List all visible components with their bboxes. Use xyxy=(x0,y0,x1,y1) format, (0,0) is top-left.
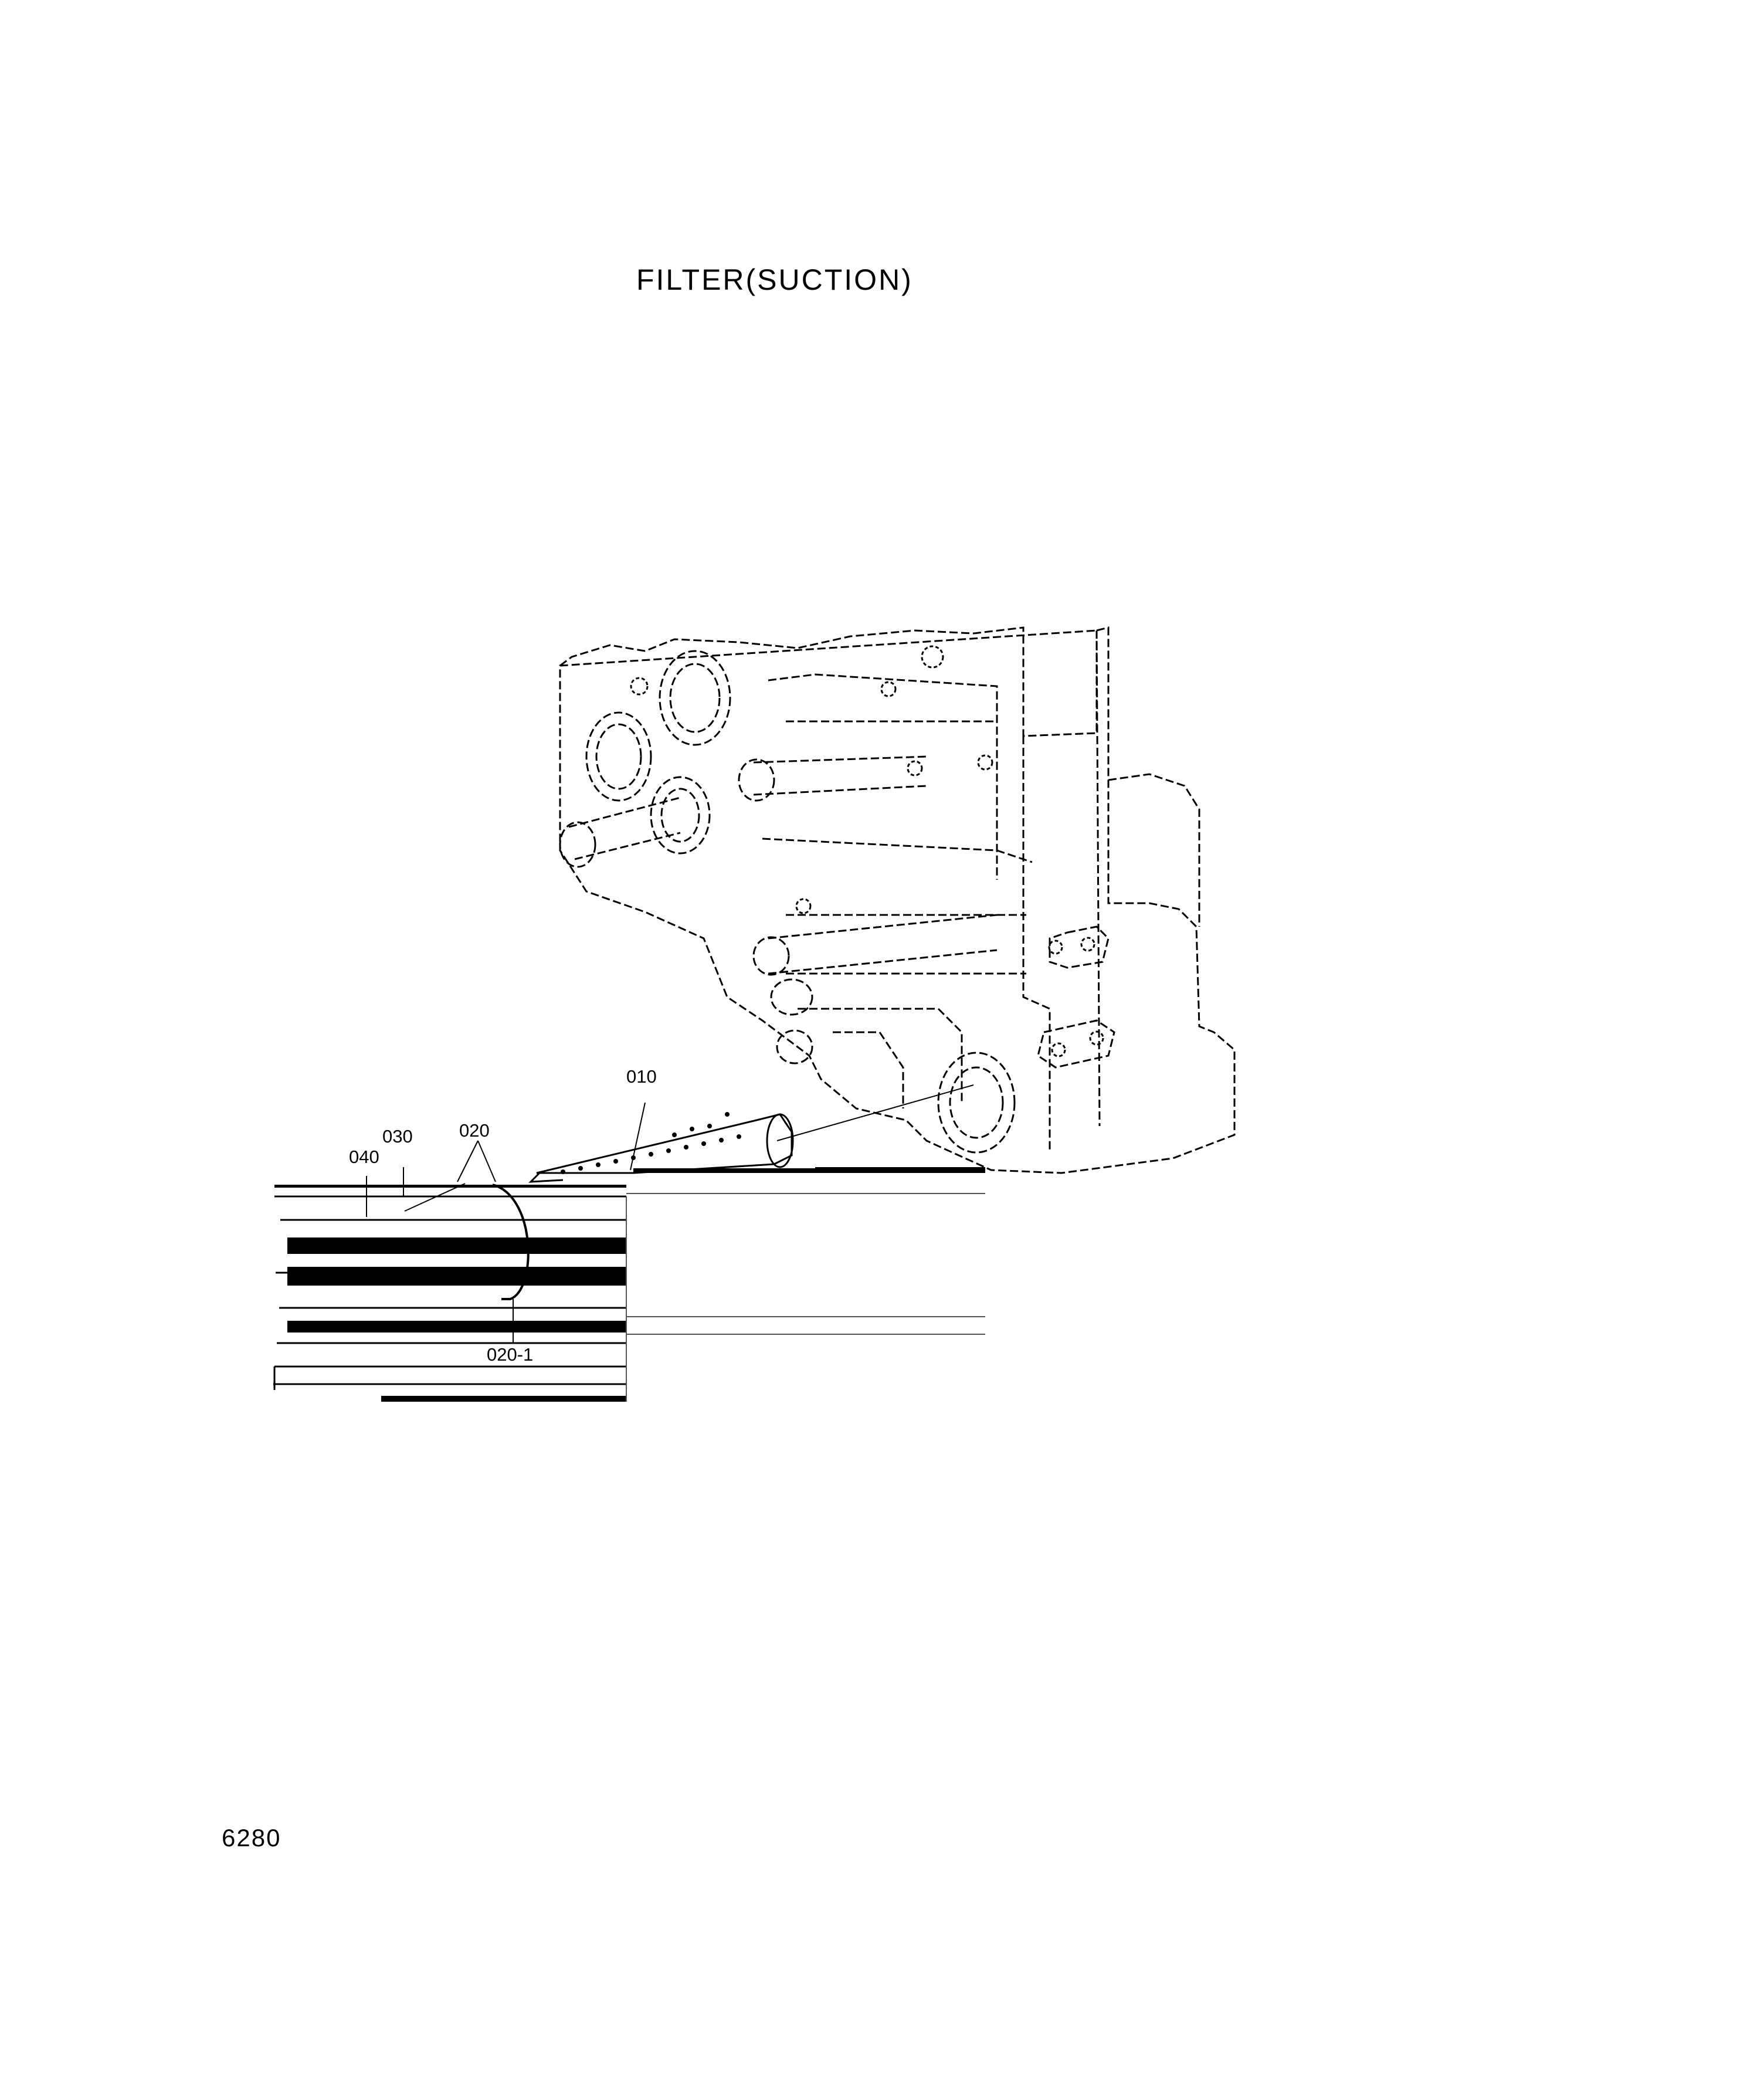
tubes xyxy=(559,755,998,976)
leader-lines xyxy=(366,1084,974,1343)
o-ring xyxy=(492,1184,530,1300)
bolts xyxy=(630,645,1104,1057)
callout-030: 030 xyxy=(382,1126,413,1147)
callout-040: 040 xyxy=(349,1147,379,1167)
diagram-title: FILTER(SUCTION) xyxy=(636,263,913,296)
port-openings xyxy=(585,650,1016,1154)
callout-020-1: 020-1 xyxy=(487,1344,534,1365)
filter-element-stack xyxy=(273,1167,985,1402)
callout-020: 020 xyxy=(459,1120,490,1141)
callout-010: 010 xyxy=(626,1066,657,1087)
page-number: 6280 xyxy=(222,1824,281,1852)
